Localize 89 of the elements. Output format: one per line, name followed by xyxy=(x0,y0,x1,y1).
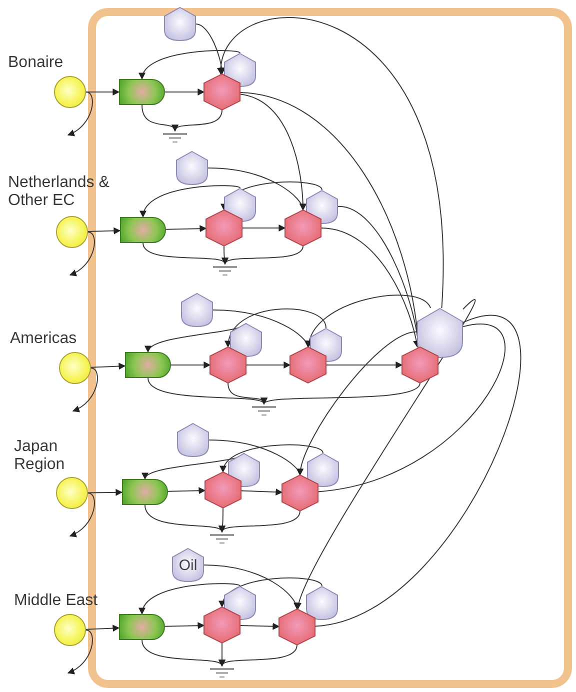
arrow xyxy=(67,630,93,674)
parameter-hexagon xyxy=(172,548,204,582)
arrow xyxy=(246,362,291,368)
arrow xyxy=(240,622,280,630)
arrow xyxy=(326,362,403,368)
parameter-hexagon xyxy=(164,7,196,41)
process-hexagon xyxy=(402,347,438,383)
source-circle xyxy=(56,216,88,248)
arrow xyxy=(208,168,306,211)
source-circle xyxy=(54,614,86,646)
process-hexagon xyxy=(279,609,315,645)
source-circle xyxy=(56,477,88,509)
arrow xyxy=(141,185,240,218)
arrow xyxy=(69,232,95,276)
arrow xyxy=(222,644,298,667)
arrow xyxy=(240,488,283,496)
delay-block xyxy=(125,352,171,378)
parameter-hexagon xyxy=(224,586,256,620)
process-hexagon xyxy=(204,607,240,643)
parameter-hexagon xyxy=(228,453,260,487)
arrow xyxy=(242,224,286,232)
arrow xyxy=(226,308,326,348)
arrow xyxy=(298,331,418,476)
arrow xyxy=(144,504,222,533)
arrow xyxy=(69,492,95,537)
source-circle xyxy=(54,76,86,108)
process-hexagon xyxy=(285,210,321,246)
ground-symbol xyxy=(252,404,276,416)
arrow xyxy=(320,228,420,348)
arrow xyxy=(174,110,222,132)
region-label: Japan Region xyxy=(14,438,66,475)
connector-line xyxy=(314,314,520,627)
arrow xyxy=(212,310,310,348)
parameter-hexagon xyxy=(307,453,339,487)
arrow xyxy=(306,294,432,348)
parameter-hexagon xyxy=(176,151,208,185)
arrow xyxy=(88,227,121,234)
process-hexagon xyxy=(290,347,326,383)
process-hexagon xyxy=(205,472,241,508)
parameter-hexagon xyxy=(306,586,338,620)
parameter-hexagon xyxy=(181,293,213,327)
arrow xyxy=(164,88,205,96)
arrow xyxy=(140,583,240,615)
arrow xyxy=(218,17,443,308)
parameter-hexagon xyxy=(177,423,209,457)
ground-symbol xyxy=(210,666,234,678)
arrow xyxy=(86,88,120,96)
region-label: Bonaire xyxy=(8,54,64,72)
delay-block xyxy=(119,79,165,105)
arrow xyxy=(88,488,123,496)
arrow xyxy=(142,640,222,667)
arrow xyxy=(140,50,240,80)
arrow xyxy=(166,225,207,232)
ground-symbol xyxy=(210,532,234,544)
parameter-hexagon xyxy=(417,308,463,358)
arrow xyxy=(90,362,126,370)
arrow xyxy=(148,378,264,405)
arrow xyxy=(224,246,304,265)
arrow xyxy=(67,92,93,136)
arrow xyxy=(220,578,322,608)
process-hexagon xyxy=(206,210,242,246)
process-hexagon xyxy=(210,347,246,383)
arrow xyxy=(222,510,300,533)
arrow xyxy=(204,564,300,610)
ground-symbol xyxy=(163,131,187,143)
delay-block xyxy=(119,614,165,640)
process-hexagon xyxy=(204,74,240,110)
arrow xyxy=(142,242,226,265)
arrow xyxy=(72,368,98,412)
parameter-hexagon xyxy=(230,323,262,357)
hexagon-label: Oil xyxy=(178,556,198,574)
arrow xyxy=(263,382,420,404)
arrow xyxy=(85,624,120,632)
source-circle xyxy=(59,352,91,384)
delay-block xyxy=(120,217,166,243)
parameter-hexagon xyxy=(306,190,338,224)
region-label: Americas xyxy=(10,330,78,348)
connector-line xyxy=(318,324,506,492)
arrow xyxy=(164,622,205,630)
arrow xyxy=(196,24,226,75)
arrow xyxy=(221,444,324,473)
ground-symbol xyxy=(213,264,237,276)
parameter-hexagon xyxy=(224,188,256,222)
arrow xyxy=(168,487,206,494)
arrow xyxy=(170,362,211,368)
process-hexagon xyxy=(282,475,318,511)
delay-block xyxy=(122,479,168,505)
parameter-hexagon xyxy=(310,328,342,362)
parameter-hexagon xyxy=(224,53,256,87)
